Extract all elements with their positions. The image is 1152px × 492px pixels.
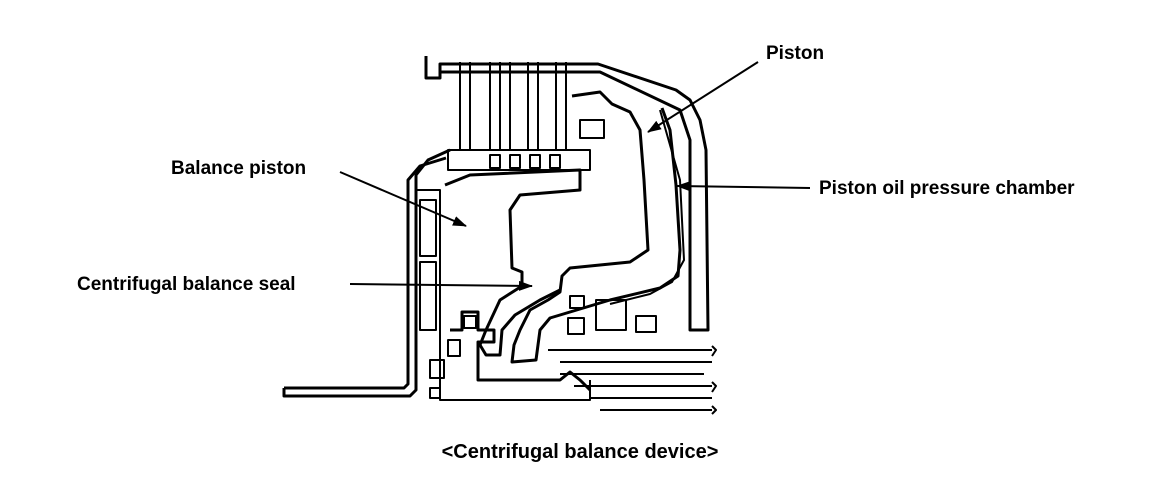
label-piston: Piston [766, 43, 824, 64]
label-balance-piston: Balance piston [171, 158, 306, 179]
piston-part [510, 90, 685, 364]
piston-leader [647, 61, 759, 133]
drum-housing [424, 56, 710, 332]
shaft-stack [548, 345, 717, 415]
balance-seal-part [447, 295, 657, 392]
hub-shaft [282, 148, 591, 401]
caption: <Centrifugal balance device> [442, 441, 719, 463]
chamber-leader [676, 181, 811, 192]
seal-leader [349, 280, 533, 291]
label-centrifugal-balance-seal: Centrifugal balance seal [77, 274, 296, 295]
label-piston-oil-pressure-chamber: Piston oil pressure chamber [819, 178, 1075, 199]
balance-piston-part [444, 168, 582, 357]
leader-lines [339, 61, 811, 291]
balance-piston-leader [339, 171, 467, 227]
